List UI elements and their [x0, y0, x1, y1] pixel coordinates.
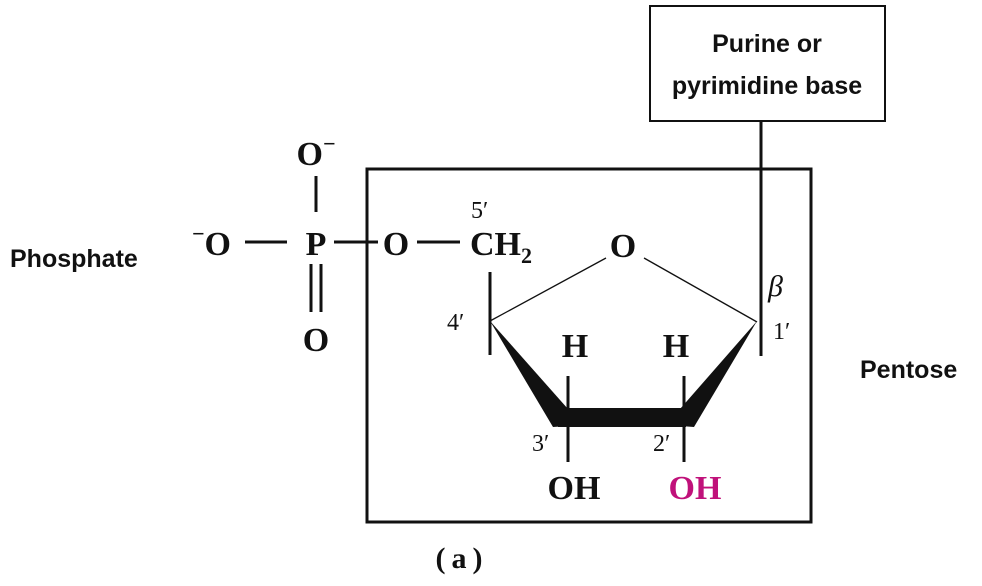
base-box: [649, 5, 886, 122]
c3-hydrogen: H: [562, 328, 588, 365]
panel-label: (a): [436, 542, 489, 575]
c2-label: 2′: [653, 431, 670, 457]
c3-c2-bold-bond: [558, 408, 686, 427]
c3-label: 3′: [532, 431, 549, 457]
beta-label: β: [767, 270, 783, 303]
c2-c1-wedge: [680, 321, 757, 427]
ch2-group: CH2: [470, 226, 532, 268]
c4-o-ring-bond: [489, 257, 607, 322]
phosphate-label: Phosphate: [10, 245, 138, 273]
c2-hydroxyl-highlighted: OH: [669, 470, 722, 507]
c3-hydroxyl: OH: [548, 470, 601, 507]
pentose-label: Pentose: [860, 356, 957, 384]
bridge-oxygen: O: [383, 226, 409, 263]
phosphorus-atom: P: [306, 226, 327, 263]
pentose-box: [365, 167, 813, 524]
o-c1-ring-bond: [643, 257, 758, 323]
phosphate-o-left: −O: [192, 221, 231, 263]
phosphate-o-bottom: O: [303, 322, 329, 359]
c4-label: 4′: [447, 310, 464, 336]
base-label-line1: Purine or: [712, 30, 822, 58]
c5-label: 5′: [471, 198, 488, 224]
c4-c3-wedge: [490, 321, 568, 427]
c1-label: 1′: [773, 319, 790, 345]
c2-hydrogen: H: [663, 328, 689, 365]
ring-oxygen: O: [610, 228, 636, 265]
phosphate-o-top: O−: [297, 131, 336, 173]
base-label-line2: pyrimidine base: [672, 72, 862, 100]
